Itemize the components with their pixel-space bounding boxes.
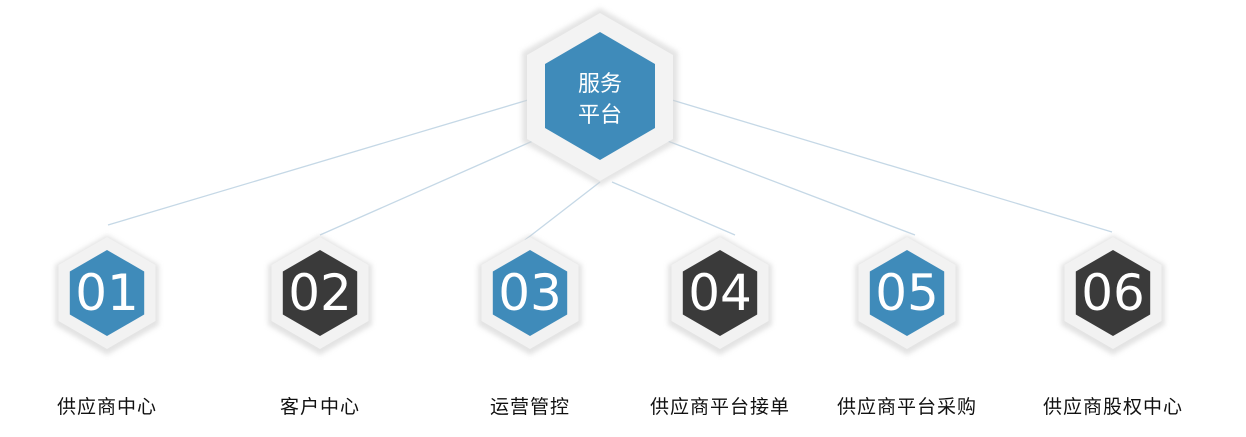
node-hexagon <box>1075 250 1151 336</box>
connector-line-06 <box>671 99 1113 233</box>
node-number: 02 <box>288 264 352 322</box>
node-number: 06 <box>1081 264 1145 322</box>
node-label-01: 供应商中心 <box>56 396 157 418</box>
node-label-05: 供应商平台采购 <box>836 396 977 418</box>
node-hexagon <box>69 250 145 336</box>
connector-line-01 <box>107 99 529 226</box>
node-hexagon <box>869 250 945 336</box>
node-label-06: 供应商股权中心 <box>1042 396 1183 418</box>
child-nodes: 01 02 03 04 05 06 <box>55 235 1165 355</box>
node-hexagon <box>682 250 758 336</box>
node-number: 01 <box>75 264 139 322</box>
node-label-03: 运营管控 <box>489 396 570 418</box>
node-01: 01 <box>55 235 159 355</box>
root-title-line1: 服务 <box>578 72 622 97</box>
node-hexagon <box>492 250 568 336</box>
root-hexagon <box>545 32 655 160</box>
node-06: 06 <box>1061 235 1165 355</box>
node-02: 02 <box>268 235 372 355</box>
node-hexagon <box>282 250 358 336</box>
node-03: 03 <box>478 235 582 355</box>
connector-line-05 <box>664 139 916 236</box>
root-title-line2: 平台 <box>578 103 622 128</box>
node-label-02: 客户中心 <box>279 396 360 418</box>
node-05: 05 <box>855 235 959 355</box>
root-node: 服务 平台 <box>522 8 678 186</box>
node-number: 03 <box>498 264 562 322</box>
connector-lines <box>107 99 1113 241</box>
connector-line-04 <box>611 181 736 236</box>
connector-line-02 <box>319 139 536 236</box>
node-number: 05 <box>875 264 939 322</box>
node-number: 04 <box>688 264 752 322</box>
node-label-04: 供应商平台接单 <box>649 396 790 418</box>
connector-line-03 <box>524 181 601 241</box>
node-04: 04 <box>668 235 772 355</box>
